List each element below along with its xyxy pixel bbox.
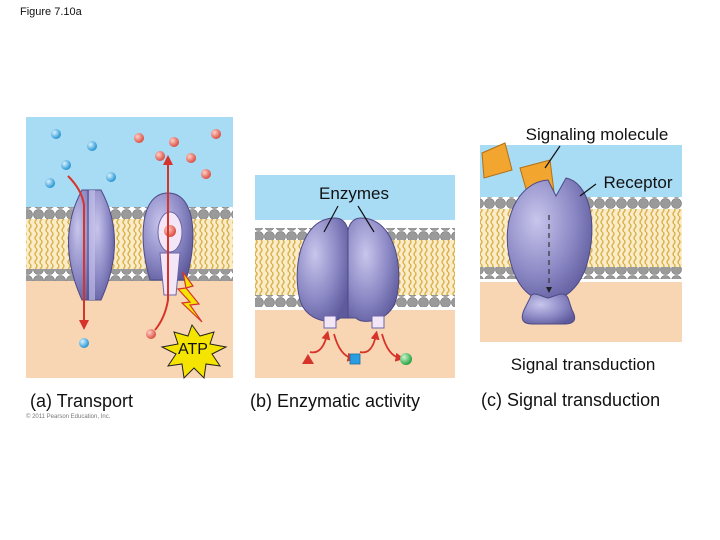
substrate-triangle-icon — [302, 354, 314, 364]
channel-protein — [68, 189, 115, 301]
intermediate-square-icon — [349, 353, 361, 365]
solute-red — [155, 151, 165, 161]
energy-bolt-icon — [176, 271, 203, 323]
receptor-protein — [506, 177, 593, 325]
enzyme-proteins — [296, 217, 400, 329]
atp-label: ATP — [178, 341, 208, 358]
active-site-2 — [371, 315, 385, 329]
enzymatic-panel: Enzymes — [255, 175, 455, 378]
lipid-tails — [26, 219, 233, 269]
pathway-arrow — [359, 330, 380, 354]
pathway-arrow — [309, 330, 331, 354]
enzymes-label: Enzymes — [319, 184, 389, 203]
solute-red — [201, 169, 211, 179]
active-site-1 — [323, 315, 337, 329]
pathway-arrow — [381, 333, 405, 362]
solute-blue — [51, 129, 61, 139]
solute-blue — [87, 141, 97, 151]
atp-burst-icon — [160, 323, 228, 380]
lipid-heads-top — [26, 207, 233, 219]
transport-panel: ATP — [26, 117, 233, 380]
caption-transport: (a) Transport — [30, 391, 134, 411]
solute-red — [211, 129, 221, 139]
transported-solute — [164, 225, 176, 237]
diffusion-arrow — [67, 175, 89, 330]
signaling-molecule-label: Signaling molecule — [526, 125, 669, 144]
solute-red — [134, 133, 144, 143]
solute-blue — [79, 338, 89, 348]
product-sphere-icon — [400, 353, 412, 365]
lipid-heads-bottom — [26, 269, 233, 281]
solute-blue — [45, 178, 55, 188]
receptor-label: Receptor — [604, 173, 673, 192]
solute-red — [186, 153, 196, 163]
extracellular-region — [255, 175, 455, 220]
signaling-molecule-icon — [481, 142, 513, 179]
solute-red — [146, 329, 156, 339]
cytoplasm-region — [480, 282, 682, 342]
active-transport-arrow — [154, 155, 173, 331]
signal-panel: Signaling molecule Receptor Signal trans… — [480, 125, 682, 374]
relay-protein — [521, 293, 576, 325]
figure-label: Figure 7.10a — [20, 6, 82, 18]
solute-blue — [61, 160, 71, 170]
cytoplasm-region — [255, 310, 455, 378]
signal-transduction-label: Signal transduction — [511, 355, 656, 374]
solute-red — [169, 137, 179, 147]
copyright-notice: © 2011 Pearson Education, Inc. — [26, 414, 111, 420]
caption-enzymatic: (b) Enzymatic activity — [250, 391, 421, 411]
atp-pump-protein — [142, 192, 194, 296]
caption-signal: (c) Signal transduction — [481, 390, 661, 410]
solute-blue — [106, 172, 116, 182]
